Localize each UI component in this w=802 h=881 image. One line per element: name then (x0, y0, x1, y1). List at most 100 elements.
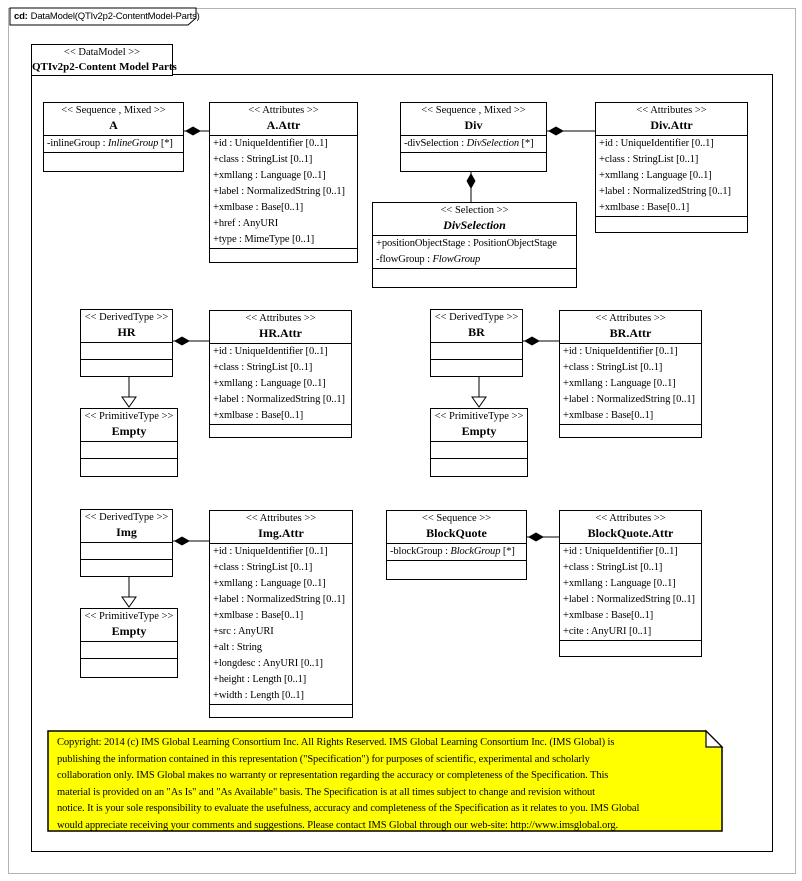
class-attribute: +xmllang : Language [0..1] (563, 378, 676, 389)
class-img[interactable]: << DerivedType >> Img (80, 509, 173, 577)
class-attribute: +id : UniqueIdentifier [0..1] (563, 546, 678, 557)
attributes-compartment: +id : UniqueIdentifier [0..1] +class : St… (596, 135, 747, 216)
frame-stereotype: << DataModel >> (63, 47, 141, 58)
class-stereotype: << PrimitiveType >> (434, 411, 524, 422)
class-attribute: +xmlbase : Base[0..1] (563, 410, 654, 421)
class-attribute: +class : StringList [0..1] (599, 154, 699, 165)
class-header: << Sequence , Mixed >> Div (401, 103, 546, 135)
class-attribute: +xmlbase : Base[0..1] (599, 202, 690, 213)
class-divselection[interactable]: << Selection >> DivSelection +positionOb… (372, 202, 577, 288)
class-attribute: +longdesc : AnyURI [0..1] (213, 658, 323, 669)
attributes-compartment: +id : UniqueIdentifier [0..1] +class : St… (560, 343, 701, 424)
class-hr[interactable]: << DerivedType >> HR (80, 309, 173, 377)
class-attribute: -flowGroup : FlowGroup (376, 254, 481, 265)
class-name: BR (468, 325, 485, 339)
class-stereotype: << Selection >> (440, 205, 509, 216)
class-stereotype: << Sequence , Mixed >> (61, 105, 166, 116)
class-attribute: +id : UniqueIdentifier [0..1] (599, 138, 714, 149)
operations-compartment (210, 704, 352, 717)
class-empty-hr[interactable]: << PrimitiveType >> Empty (80, 408, 178, 477)
class-attribute: +class : StringList [0..1] (563, 362, 663, 373)
diagram-outer-border (8, 8, 796, 874)
class-div[interactable]: << Sequence , Mixed >> Div -divSelection… (400, 102, 547, 172)
class-attribute: +id : UniqueIdentifier [0..1] (213, 346, 328, 357)
class-name: Img.Attr (258, 526, 304, 540)
class-br[interactable]: << DerivedType >> BR (430, 309, 523, 377)
class-name: A (109, 118, 118, 132)
operations-compartment (387, 560, 526, 579)
class-img-attr[interactable]: << Attributes >> Img.Attr +id : UniqueId… (209, 510, 353, 718)
class-attribute: +xmlbase : Base[0..1] (213, 202, 304, 213)
class-attribute: +id : UniqueIdentifier [0..1] (213, 546, 328, 557)
class-attribute: +type : MimeType [0..1] (213, 234, 315, 245)
attributes-compartment (81, 641, 177, 658)
attributes-compartment (81, 542, 172, 559)
class-attribute: +cite : AnyURI [0..1] (563, 626, 652, 637)
attributes-compartment: -divSelection : DivSelection [*] (401, 135, 546, 152)
diagram-tab-shape (9, 7, 197, 26)
class-header: << Sequence >> BlockQuote (387, 511, 526, 543)
class-attribute: +xmllang : Language [0..1] (213, 578, 326, 589)
class-name: Empty (461, 424, 497, 438)
class-header: << DerivedType >> Img (81, 510, 172, 542)
operations-compartment (44, 152, 183, 171)
class-attribute: +label : NormalizedString [0..1] (213, 394, 345, 405)
operations-compartment (210, 424, 351, 437)
class-attribute: +class : StringList [0..1] (563, 562, 663, 573)
class-blockquote[interactable]: << Sequence >> BlockQuote -blockGroup : … (386, 510, 527, 580)
class-name: BlockQuote.Attr (587, 526, 674, 540)
class-name: Empty (111, 624, 147, 638)
class-attribute: +alt : String (213, 642, 262, 653)
class-stereotype: << DerivedType >> (434, 312, 519, 323)
note-line: material is provided on an "As Is" and "… (57, 786, 595, 798)
attributes-compartment: +positionObjectStage : PositionObjectSta… (373, 235, 576, 268)
class-attribute: -blockGroup : BlockGroup [*] (390, 546, 515, 557)
class-stereotype: << Attributes >> (245, 313, 316, 324)
class-stereotype: << Attributes >> (595, 513, 666, 524)
class-hr-attr[interactable]: << Attributes >> HR.Attr +id : UniqueIde… (209, 310, 352, 438)
note-line: would appreciate receiving your comments… (57, 819, 619, 831)
class-empty-br[interactable]: << PrimitiveType >> Empty (430, 408, 528, 477)
operations-compartment (560, 424, 701, 437)
class-empty-img[interactable]: << PrimitiveType >> Empty (80, 608, 178, 678)
class-attribute: +class : StringList [0..1] (213, 562, 313, 573)
class-name: HR.Attr (259, 326, 302, 340)
class-br-attr[interactable]: << Attributes >> BR.Attr +id : UniqueIde… (559, 310, 702, 438)
attributes-compartment (81, 441, 177, 458)
operations-compartment (210, 248, 357, 262)
class-stereotype: << PrimitiveType >> (84, 411, 174, 422)
class-div-attr[interactable]: << Attributes >> Div.Attr +id : UniqueId… (595, 102, 748, 233)
datamodel-header-box[interactable]: << DataModel >> QTIv2p2-Content Model Pa… (31, 44, 177, 76)
class-attribute: +width : Length [0..1] (213, 690, 304, 701)
class-name: Empty (111, 424, 147, 438)
class-name: BR.Attr (609, 326, 652, 340)
class-a[interactable]: << Sequence , Mixed >> A -inlineGroup : … (43, 102, 184, 172)
attributes-compartment: +id : UniqueIdentifier [0..1] +class : St… (210, 135, 357, 248)
attributes-compartment: -inlineGroup : InlineGroup [*] (44, 135, 183, 152)
class-header: << Attributes >> A.Attr (210, 103, 357, 135)
operations-compartment (431, 359, 522, 376)
class-attribute: +class : StringList [0..1] (213, 154, 313, 165)
class-stereotype: << DerivedType >> (84, 512, 169, 523)
class-stereotype: << Sequence >> (421, 513, 492, 524)
class-attribute: +positionObjectStage : PositionObjectSta… (376, 238, 557, 249)
class-attribute: +label : NormalizedString [0..1] (563, 594, 695, 605)
note-line: notice. It is your sole responsibility t… (57, 803, 640, 814)
class-a-attr[interactable]: << Attributes >> A.Attr +id : UniqueIden… (209, 102, 358, 263)
attributes-compartment (81, 342, 172, 359)
class-stereotype: << Attributes >> (245, 513, 317, 524)
operations-compartment (401, 152, 546, 171)
class-attribute: +id : UniqueIdentifier [0..1] (563, 346, 678, 357)
attributes-compartment: +id : UniqueIdentifier [0..1] +class : St… (210, 543, 352, 704)
class-stereotype: << Attributes >> (595, 313, 666, 324)
class-name: Div.Attr (650, 118, 693, 132)
class-header: << PrimitiveType >> Empty (431, 409, 527, 441)
class-attribute: -divSelection : DivSelection [*] (404, 138, 534, 149)
class-blockquote-attr[interactable]: << Attributes >> BlockQuote.Attr +id : U… (559, 510, 702, 657)
class-attribute: +xmllang : Language [0..1] (599, 170, 712, 181)
tab-name-label: DataModel(QTIv2p2-ContentModel-Parts) (30, 11, 200, 22)
attributes-compartment (431, 441, 527, 458)
class-attribute: +id : UniqueIdentifier [0..1] (213, 138, 328, 149)
class-header: << Attributes >> BlockQuote.Attr (560, 511, 701, 543)
class-header: << Attributes >> Img.Attr (210, 511, 352, 543)
